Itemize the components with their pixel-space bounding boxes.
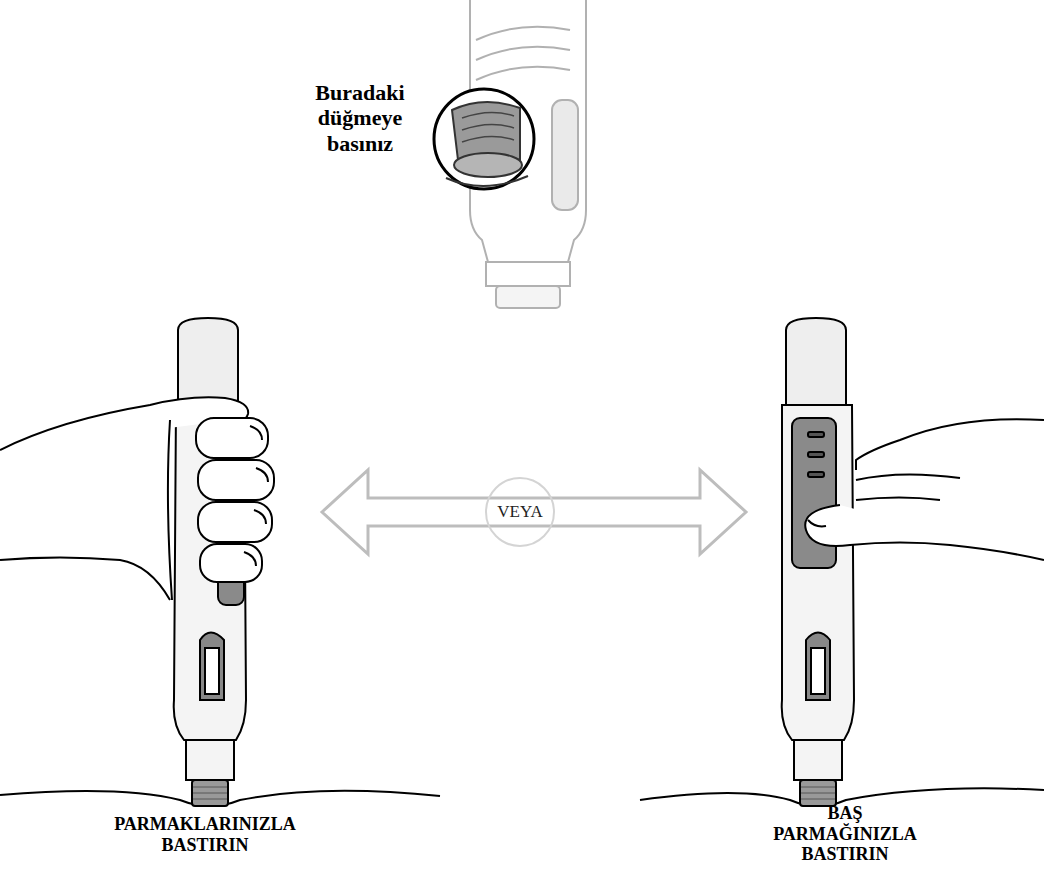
- magnified-button: [434, 89, 534, 189]
- or-arrow: [322, 470, 746, 554]
- or-circle: VEYA: [485, 477, 555, 547]
- right-pen: [782, 318, 854, 806]
- node-text: VEYA: [495, 502, 544, 522]
- callout-label: Buradaki düğmeye basınız: [300, 80, 420, 156]
- instruction-label: PARMAKLARINIZLA BASTIRIN: [95, 814, 315, 855]
- instruction-label: BAŞ PARMAĞINIZLA BASTIRIN: [755, 803, 935, 865]
- left-hand: [0, 397, 274, 600]
- right-hand: [805, 419, 1044, 560]
